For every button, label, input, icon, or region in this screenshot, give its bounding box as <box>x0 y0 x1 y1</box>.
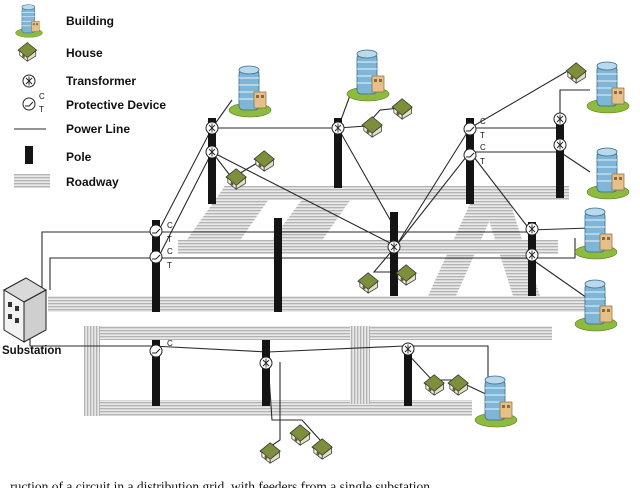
pole <box>152 220 160 312</box>
building-icon <box>346 49 390 102</box>
legend-pole-swatch <box>25 146 33 164</box>
pole <box>208 118 216 204</box>
house-icon <box>357 272 379 294</box>
transformer-icon <box>387 240 401 254</box>
legend-building-label: Building <box>66 14 114 28</box>
legend-roadway-label: Roadway <box>66 175 119 189</box>
device-tag-t: T <box>167 235 172 244</box>
building-icon <box>228 65 272 118</box>
protective-device-icon <box>463 122 477 136</box>
pole <box>274 218 282 312</box>
device-tag-c: C <box>167 221 173 230</box>
building-icon <box>586 147 630 200</box>
roadway-mid-upper <box>178 240 558 254</box>
roadways <box>48 186 606 416</box>
house-icon <box>361 116 383 138</box>
device-tag-c: C <box>167 339 173 348</box>
roadway-main <box>48 296 606 312</box>
roadway-lower <box>84 326 552 340</box>
legend-transformer-icon <box>22 74 36 88</box>
device-tag-t: T <box>167 261 172 270</box>
protective-device-icon <box>149 250 163 264</box>
drop-building-6 <box>529 257 591 301</box>
house-icon <box>253 150 275 172</box>
feeder-line-1 <box>41 231 530 290</box>
device-tag-t: T <box>480 157 485 166</box>
protective-device-icon <box>149 224 163 238</box>
house-icon <box>447 374 469 396</box>
roadway-vertical-mid <box>350 326 370 404</box>
device-tag-c: C <box>480 143 486 152</box>
pole <box>152 340 160 406</box>
transformer-icon <box>553 138 567 152</box>
roadway-vertical-left <box>84 326 100 416</box>
drop-building-5 <box>529 227 591 231</box>
transformer-icon <box>525 222 539 236</box>
device-tag-c: C <box>480 117 486 126</box>
protective-device-icon <box>463 148 477 162</box>
figure-caption: ...ruction of a circuit in a distributio… <box>0 479 431 488</box>
roadway-bottom <box>100 400 472 416</box>
legend-building-icon <box>15 4 43 38</box>
roadway-upper-skew-mid <box>263 186 360 252</box>
legend-power-line-label: Power Line <box>66 122 130 136</box>
substation-side <box>23 289 47 343</box>
device-tag-t: T <box>480 131 485 140</box>
drop-building-4 <box>559 151 591 173</box>
house-icon <box>311 438 333 460</box>
legend-device-tag-c: C <box>39 92 45 101</box>
house-icon <box>289 424 311 446</box>
transformer-icon <box>525 248 539 262</box>
pole <box>404 344 412 406</box>
pole <box>262 340 270 406</box>
roadway-upper-skew-left <box>178 186 278 252</box>
substation: Substation <box>2 277 61 357</box>
transformer-icon <box>331 121 345 135</box>
device-tag-c: C <box>167 247 173 256</box>
legend-house-label: House <box>66 46 103 60</box>
transformer-icon <box>259 356 273 370</box>
transformer-icon <box>205 121 219 135</box>
transformer-icon <box>205 145 219 159</box>
legend-protective-device-label: Protective Device <box>66 98 166 112</box>
roadway-top <box>224 186 569 200</box>
pole <box>390 212 398 296</box>
drop-house-3 <box>469 71 567 129</box>
house-icon <box>391 98 413 120</box>
legend-transformer-label: Transformer <box>66 74 136 88</box>
house-icon <box>259 442 281 464</box>
house-icon <box>565 62 587 84</box>
building-icon <box>586 61 630 114</box>
protective-devices: C T C T C T C T C <box>149 117 486 358</box>
legend-roadway-swatch <box>14 174 50 188</box>
legend-house-icon <box>17 42 38 62</box>
substation-label: Substation <box>2 345 61 357</box>
branch-line-a <box>157 127 397 233</box>
drop-house-7 <box>403 349 491 397</box>
branch-line-d <box>469 151 531 231</box>
house-icon <box>423 374 445 396</box>
protective-device-icon <box>149 344 163 358</box>
transformer-icon <box>401 342 415 356</box>
building-icon <box>474 375 518 428</box>
legend-pole-label: Pole <box>66 150 92 164</box>
house-icon <box>395 264 417 286</box>
transformer-icon <box>553 112 567 126</box>
legend-device-tag-t: T <box>39 105 44 114</box>
legend-protective-device-icon <box>22 97 36 111</box>
building-icon <box>574 207 618 260</box>
legend: Building House Transformer C T Protectiv… <box>14 4 166 189</box>
pole <box>334 118 342 188</box>
pole <box>556 118 564 198</box>
